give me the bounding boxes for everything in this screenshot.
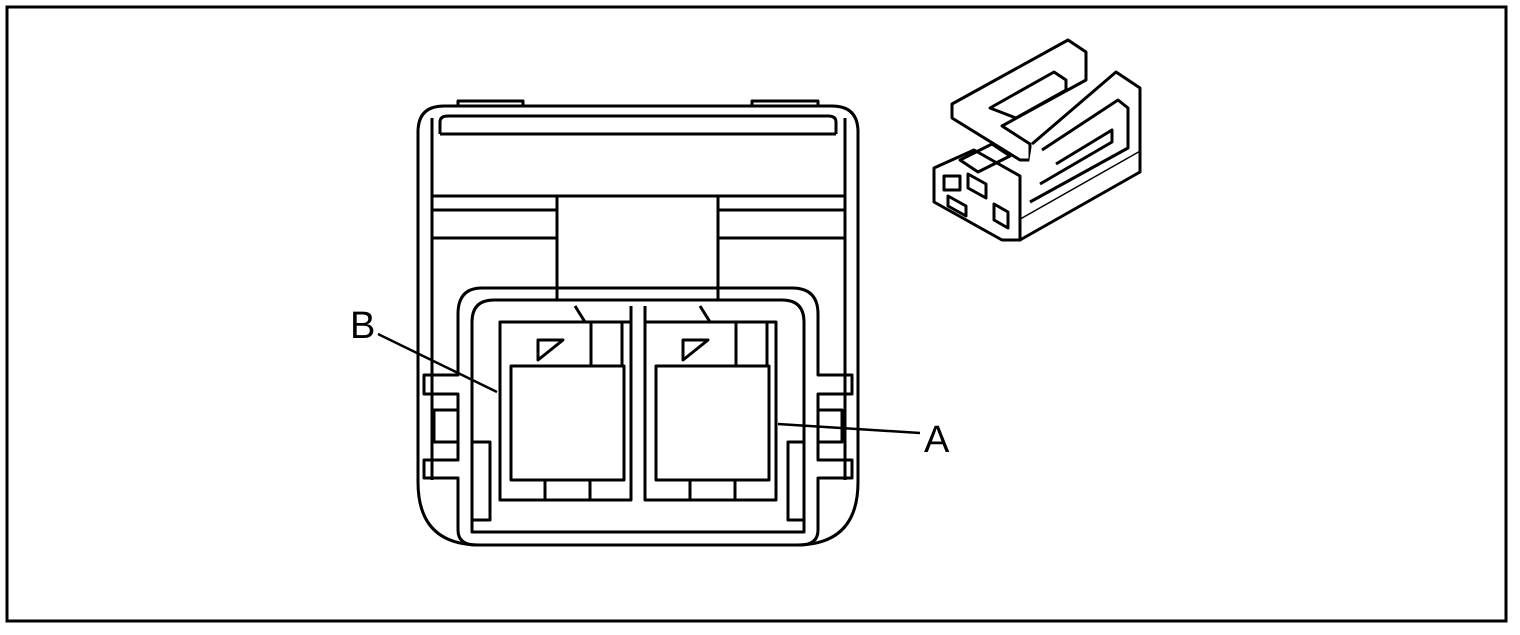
diagram-border — [5, 5, 1508, 623]
callout-a-leader — [777, 422, 921, 435]
cavity-a-tab — [734, 322, 769, 368]
iso-front-grid-3 — [946, 194, 968, 218]
iso-front-grid-4 — [992, 202, 1010, 230]
latch-block — [555, 194, 720, 302]
connector-isometric-view — [932, 38, 1142, 242]
notch-right-lower — [786, 440, 804, 522]
iso-front-grid-2 — [966, 172, 988, 200]
callout-a-label: A — [924, 419, 950, 461]
notch-left — [432, 408, 458, 444]
iso-front-grid-1 — [942, 174, 962, 192]
top-tab-right — [750, 99, 820, 107]
callout-b-leader — [377, 332, 498, 394]
cavity-a — [643, 320, 778, 502]
callouts: B A — [350, 305, 950, 461]
notch-right — [818, 408, 844, 444]
housing-outline — [416, 104, 860, 547]
top-center-notch — [573, 305, 712, 323]
top-tab-left — [456, 99, 525, 107]
iso-body-inner-1 — [1029, 98, 1130, 204]
cavity-a-inner — [654, 364, 771, 482]
cavity-b-lock — [536, 338, 565, 362]
top-cap — [438, 114, 838, 134]
cavity-b-tab — [589, 322, 624, 368]
iso-latch-tab — [950, 38, 1088, 162]
callout-b-label: B — [350, 305, 375, 347]
cavity-b-inner — [509, 364, 626, 482]
notch-left-lower — [472, 440, 492, 522]
iso-latch-slot — [988, 70, 1068, 120]
iso-front-top — [958, 142, 1012, 174]
cavity-a-lock — [681, 338, 710, 362]
cavity-frame-inner — [470, 298, 806, 534]
iso-front-face — [932, 148, 1022, 242]
iso-body-inner-2 — [1039, 128, 1114, 186]
cavity-b — [498, 320, 633, 502]
cavity-frame-outer — [422, 286, 854, 547]
connector-face-view — [416, 99, 860, 547]
